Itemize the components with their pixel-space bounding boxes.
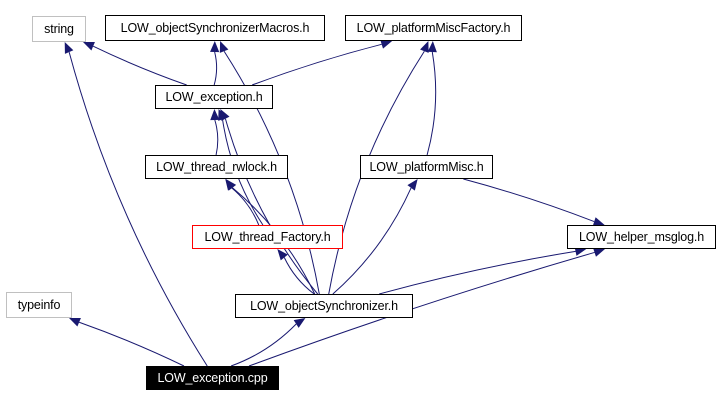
graph-node-label: LOW_platformMisc.h [369,160,484,174]
edge-arrowhead [380,39,393,49]
edge-arrowhead [210,41,220,53]
graph-node-label: LOW_thread_rwlock.h [156,160,277,174]
edge-exceptionh-to-string [92,45,187,86]
edge-arrowhead [592,217,605,226]
graph-node-label: LOW_exception.cpp [157,371,268,385]
edge-arrowhead [64,42,74,54]
edge-exceptioncpp-to-osync [230,323,297,367]
edge-pmisc-to-pmfactory [426,51,437,156]
edge-arrowhead [83,41,95,51]
edge-arrowhead [420,41,429,53]
edge-arrowhead [219,41,229,53]
edge-pmisc-to-msglog [463,178,595,223]
edge-arrowhead [574,246,587,256]
edge-exceptioncpp-to-typeinfo [78,321,185,367]
graph-node-label: LOW_thread_Factory.h [204,230,331,244]
edge-osync-to-pmisc [332,187,412,295]
edge-arrowhead [593,248,605,257]
graph-node-label: LOW_platformMiscFactory.h [356,21,511,35]
graph-node-tfactory[interactable]: LOW_thread_Factory.h [192,225,343,249]
edge-arrowhead [69,317,81,327]
graph-node-pmfactory[interactable]: LOW_platformMiscFactory.h [345,15,522,41]
edge-exceptioncpp-to-string [68,51,208,367]
graph-node-typeinfo[interactable]: typeinfo [6,292,72,318]
graph-node-label: LOW_objectSynchronizerMacros.h [120,21,310,35]
graph-node-label: LOW_helper_msglog.h [579,230,704,244]
graph-node-osync[interactable]: LOW_objectSynchronizer.h [235,294,413,318]
graph-node-label: LOW_objectSynchronizer.h [250,299,398,313]
edge-arrowhead [220,109,230,121]
graph-node-label: typeinfo [17,298,61,312]
edge-osync-to-exceptionh [224,118,319,295]
edge-exceptionh-to-pmfactory [251,43,382,86]
edge-exceptionh-to-osmacros [213,51,218,86]
edge-arrowhead [225,179,237,191]
graph-node-pmisc[interactable]: LOW_platformMisc.h [360,155,493,179]
edge-osync-to-tfactory [283,257,315,295]
graph-node-label: LOW_exception.h [165,90,263,104]
graph-node-exceptioncpp: LOW_exception.cpp [146,366,279,390]
edge-arrowhead [293,318,306,328]
edge-rwlock-to-exceptionh [214,119,219,156]
edge-exceptioncpp-to-msglog [248,251,595,367]
edge-arrowhead [210,109,220,121]
edge-tfactory-to-rwlock [231,187,260,226]
graph-node-rwlock[interactable]: LOW_thread_rwlock.h [145,155,288,179]
graph-node-string[interactable]: string [32,16,86,42]
edge-arrowhead [277,249,288,261]
edge-arrowhead [427,41,437,53]
edge-osync-to-msglog [379,250,576,295]
graph-node-exceptionh[interactable]: LOW_exception.h [155,85,273,109]
edge-arrowhead [407,179,418,191]
graph-node-msglog[interactable]: LOW_helper_msglog.h [567,225,716,249]
graph-node-label: string [44,22,74,36]
graph-node-osmacros[interactable]: LOW_objectSynchronizerMacros.h [105,15,325,41]
